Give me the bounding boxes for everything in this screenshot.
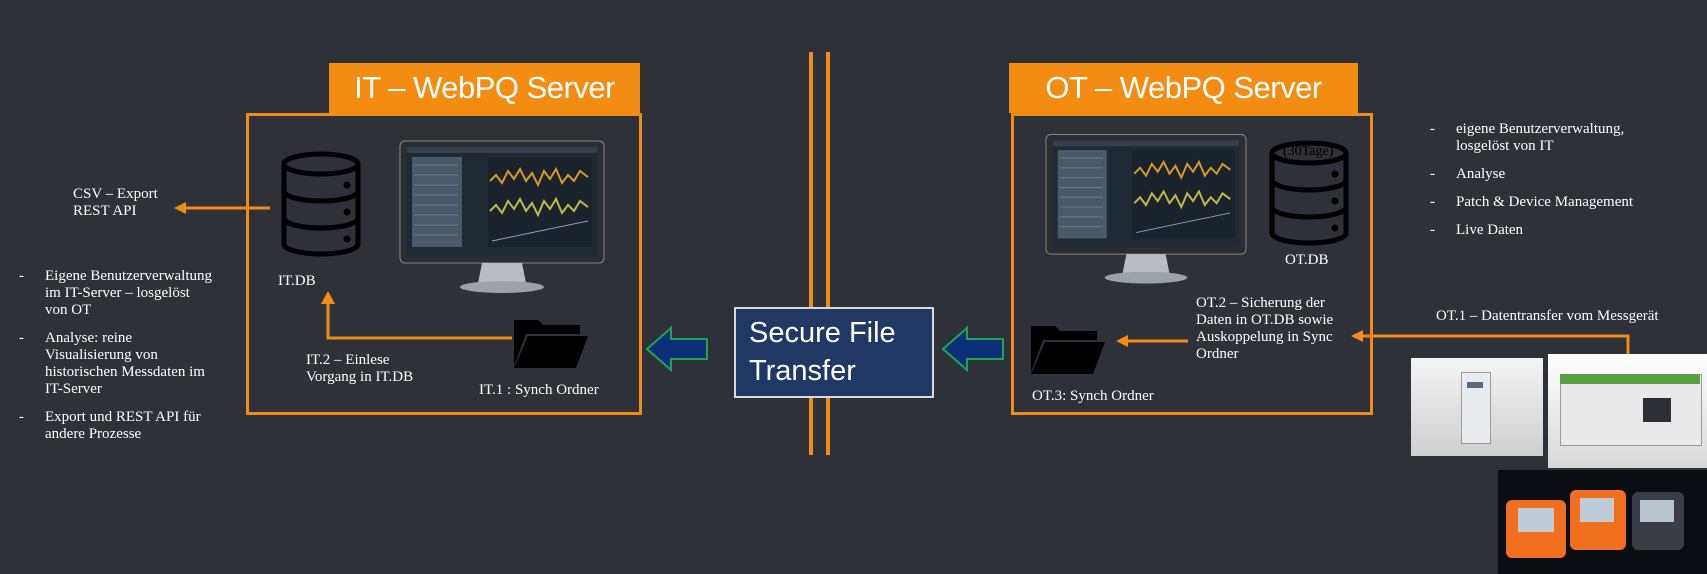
ot-step-3-label: OT.3: Synch Ordner — [1032, 388, 1154, 404]
it-server-title: IT – WebPQ Server — [329, 63, 640, 113]
arrow-left-icon — [645, 325, 708, 373]
folder-icon — [514, 320, 588, 368]
arrow-ot-to-folder — [1116, 335, 1188, 347]
ot-bullet-list: eigene Benutzerverwaltung,losgelöst von … — [1430, 121, 1633, 250]
ot-db-badge: (30Tage) — [1283, 144, 1334, 159]
list-item: Analyse — [1430, 166, 1633, 183]
ot-step-1-label: OT.1 – Datentransfer vom Messgerät — [1436, 308, 1659, 324]
device-photo — [1498, 470, 1707, 574]
monitor-icon — [1045, 134, 1247, 284]
monitor-icon — [399, 140, 605, 293]
list-item: Live Daten — [1430, 222, 1633, 239]
ot-server-title: OT – WebPQ Server — [1009, 63, 1358, 113]
database-icon — [281, 151, 361, 257]
ot-server-panel — [1011, 113, 1373, 415]
separator-line-right — [826, 52, 830, 455]
separator-line-left — [809, 52, 813, 455]
secure-file-transfer-box: Secure File Transfer — [734, 307, 934, 398]
it-step-1-label: IT.1 : Synch Ordner — [479, 382, 599, 398]
ot-db-label: OT.DB — [1285, 252, 1329, 268]
folder-icon — [1031, 326, 1105, 374]
database-icon — [1269, 140, 1349, 246]
arrow-export — [174, 202, 270, 214]
list-item: eigene Benutzerverwaltung,losgelöst von … — [1430, 121, 1633, 155]
list-item: Patch & Device Management — [1430, 194, 1633, 211]
it-db-label: IT.DB — [278, 273, 316, 289]
it-server-panel — [246, 113, 642, 415]
arrow-it-folder-to-db — [321, 291, 512, 340]
arrow-left-icon — [941, 325, 1004, 373]
arrow-device-to-ot — [1351, 330, 1630, 354]
device-photo — [1411, 358, 1543, 456]
device-photo — [1548, 354, 1707, 468]
